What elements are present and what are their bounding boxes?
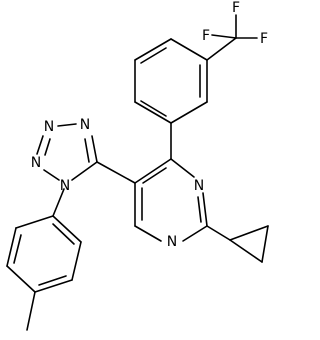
ring-double-bond: [13, 234, 22, 264]
ring-double-bond: [84, 138, 90, 163]
ring-bond: [57, 123, 77, 127]
tetrazole-nitrogen-label: N: [31, 155, 41, 171]
bond-cf3-aryl: [206, 37, 237, 61]
ring-bond: [15, 215, 54, 229]
bond-methyl: [26, 291, 36, 331]
bond-pyrimidine-tetrazole: [96, 161, 136, 184]
fluorine-label: F: [260, 31, 268, 47]
tetrazole-nitrogen-label: N: [60, 178, 70, 194]
ring-double-bond: [140, 47, 167, 64]
fluorine-label: F: [232, 0, 240, 16]
ring-bond: [71, 161, 98, 181]
ring-bond: [6, 227, 17, 267]
ring-bond: [229, 239, 263, 263]
bond-pyrimidine-cyclopropyl: [206, 225, 231, 241]
ring-double-bond: [142, 167, 167, 184]
pyrimidine-ring: [134, 122, 208, 242]
tolyl-ring: [6, 188, 82, 331]
ring-double-bond: [140, 100, 167, 117]
ring-bond: [52, 215, 82, 243]
ring-bond: [134, 101, 172, 124]
ring-bond: [202, 192, 208, 227]
fluorine-label: F: [202, 28, 210, 44]
pyrimidine-nitrogen-label: N: [167, 234, 177, 250]
ring-bond: [6, 265, 36, 293]
ring-double-bond: [38, 275, 67, 286]
tetrazole-ring: [36, 123, 136, 184]
atom-labels: F F F N N N N N N: [31, 0, 268, 250]
ring-bond: [134, 158, 172, 184]
ring-bond: [43, 169, 60, 181]
ring-bond: [170, 38, 208, 61]
ring-bond: [170, 101, 208, 124]
ring-bond: [170, 158, 195, 178]
ring-double-bond: [52, 223, 75, 245]
tetrazole-nitrogen-label: N: [44, 119, 54, 135]
structure-diagram: F F F N N N N N N: [6, 0, 269, 331]
cyclopropyl-group: [206, 225, 269, 263]
ring-bond: [34, 279, 73, 293]
trifluoromethyl-group: [206, 14, 258, 61]
ring-bond: [36, 135, 44, 155]
molecule-canvas: F F F N N N N N N: [6, 0, 269, 331]
tetrazole-nitrogen-label: N: [80, 117, 90, 133]
ring-bond: [71, 241, 82, 281]
trifluoromethylphenyl-ring: [134, 38, 208, 124]
ring-bond: [261, 225, 269, 263]
bond-tetrazole-tolyl: [52, 188, 65, 217]
pyrimidine-nitrogen-label: N: [194, 178, 204, 194]
ring-double-bond: [197, 196, 202, 223]
ring-bond: [134, 38, 172, 61]
ring-bond: [91, 135, 98, 163]
ring-bond: [182, 225, 208, 242]
ring-bond: [229, 225, 269, 241]
bond-c-f2: [211, 34, 237, 39]
ring-bond: [134, 225, 162, 242]
ring-double-bond: [44, 138, 51, 156]
